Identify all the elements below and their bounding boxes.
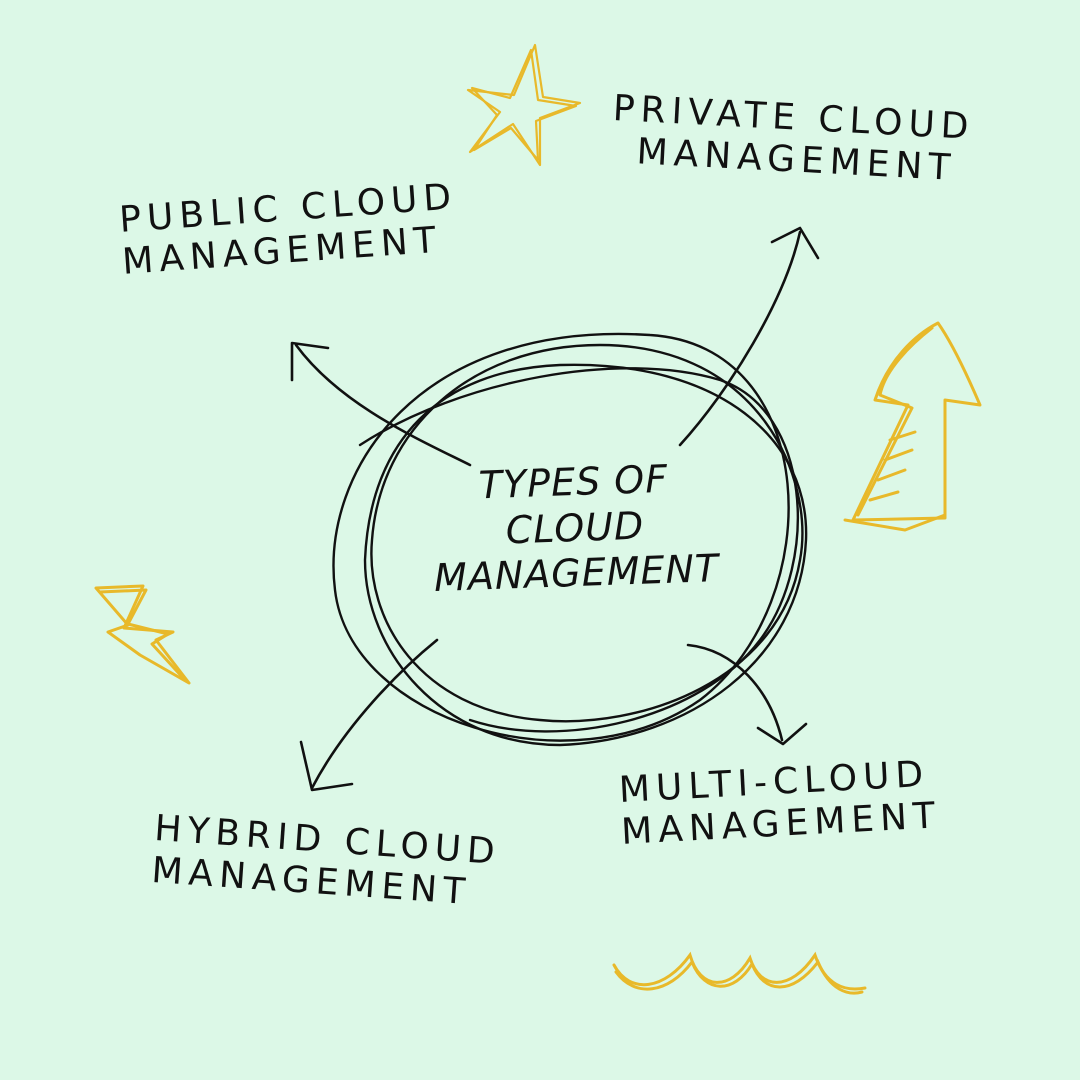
arrow-to-hybrid	[299, 638, 439, 792]
arrow-to-private	[678, 226, 820, 447]
star-icon	[466, 43, 582, 167]
lightning-icon	[94, 584, 191, 685]
up-arrow-icon	[843, 321, 982, 532]
center-scribble-circle	[332, 332, 808, 747]
squiggle-icon	[612, 951, 867, 995]
multi-cloud-label: MULTI-CLOUD MANAGEMENT	[618, 753, 942, 855]
arrow-to-public	[290, 341, 472, 467]
arrow-to-multi	[686, 643, 808, 746]
center-title: TYPES OF CLOUD MANAGEMENT	[403, 454, 748, 603]
